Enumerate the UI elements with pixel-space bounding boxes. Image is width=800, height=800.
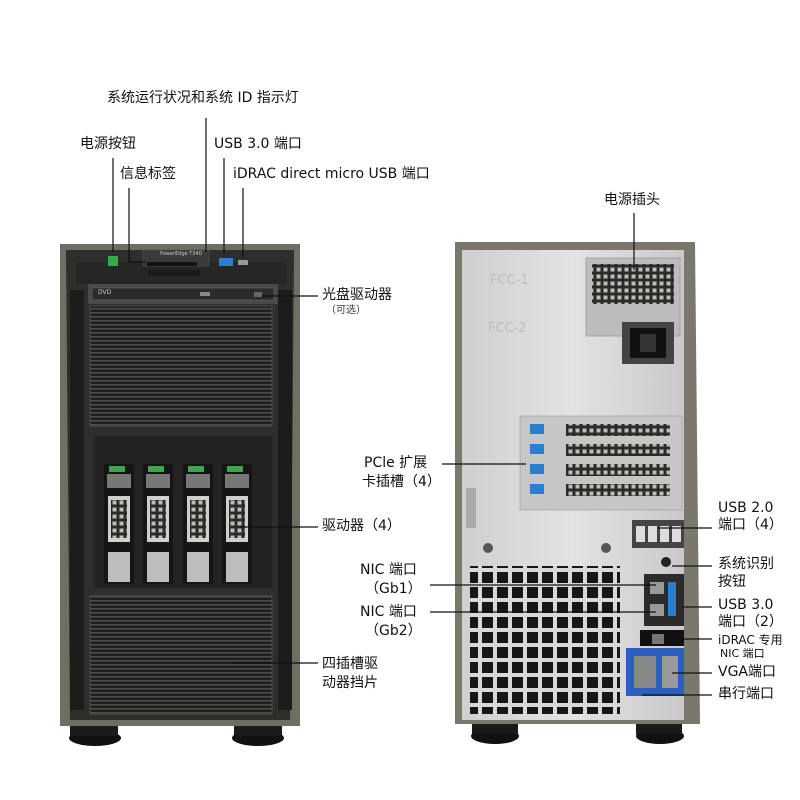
label-usb20-1: USB 2.0 (718, 500, 774, 516)
usb-port-icon (219, 258, 233, 266)
label-pcie-2: 卡插槽（4） (362, 474, 441, 490)
label-power-button: 电源按钮 (80, 136, 136, 152)
label-usb30r-1: USB 3.0 (718, 597, 774, 613)
label-system-status: 系统运行状况和系统 ID 指示灯 (107, 90, 299, 106)
dvd-mark: DVD (98, 289, 112, 296)
label-idrac-nic-2: NIC 端口 (720, 647, 765, 660)
label-idrac-micro-usb: iDRAC direct micro USB 端口 (233, 166, 430, 182)
label-drives: 驱动器（4） (322, 518, 401, 534)
label-serial: 串行端口 (718, 686, 774, 702)
label-nic1-2: （Gb1） (365, 581, 422, 597)
label-usb20-2: 端口（4） (718, 517, 783, 533)
front-model-mark: PowerEdge T340 (160, 251, 202, 257)
label-nic1-1: NIC 端口 (360, 562, 417, 578)
rear-mark-1: FCC-1 (490, 273, 529, 288)
label-info-tag: 信息标签 (120, 166, 176, 182)
rear-chassis (455, 242, 700, 744)
label-nic2-2: （Gb2） (365, 623, 422, 639)
label-power-socket: 电源插头 (604, 192, 660, 208)
drive-bays (104, 464, 252, 584)
label-idrac-nic-1: iDRAC 专用 (718, 633, 783, 647)
label-sys-id-2: 按钮 (718, 574, 746, 590)
rear-mark-2: FCC-2 (488, 321, 527, 336)
label-vga: VGA端口 (718, 664, 777, 680)
label-usb30r-2: 端口（2） (718, 614, 783, 630)
label-optical-optional: （可选） (326, 305, 366, 316)
label-usb30-port: USB 3.0 端口 (214, 136, 302, 152)
power-led-icon (108, 256, 118, 266)
label-optical-drive: 光盘驱动器 (322, 287, 392, 303)
label-pcie-1: PCle 扩展 (364, 455, 428, 471)
label-four-slot-blank-1: 四插槽驱 (322, 656, 378, 672)
front-chassis (60, 244, 300, 746)
label-nic2-1: NIC 端口 (360, 604, 417, 620)
leader-lines (112, 118, 712, 696)
label-sys-id-1: 系统识别 (718, 556, 774, 572)
label-four-slot-blank-2: 动器挡片 (322, 675, 378, 691)
